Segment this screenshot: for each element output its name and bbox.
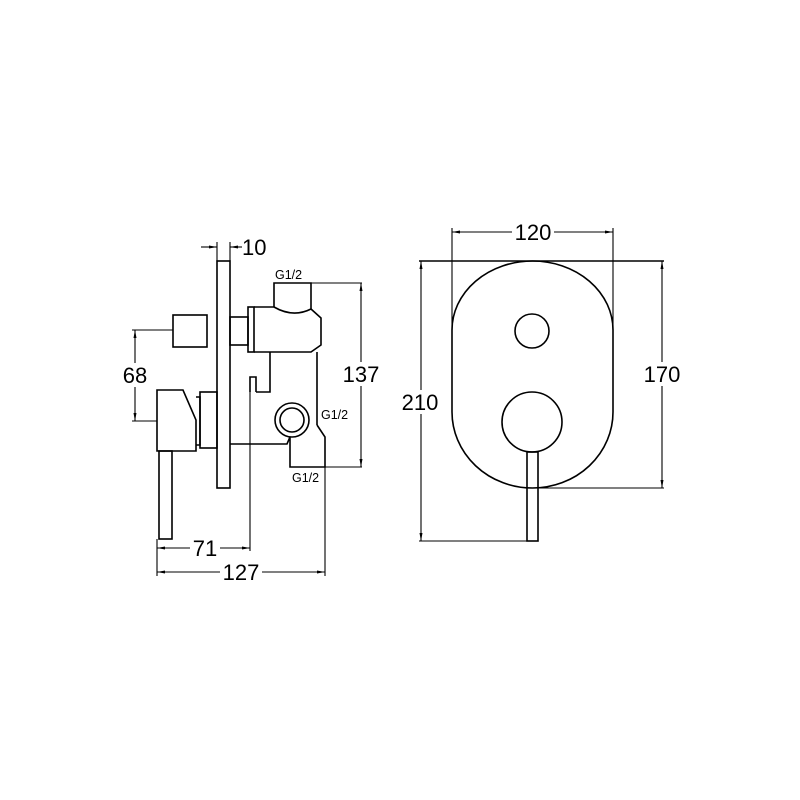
lever-front: [526, 451, 539, 542]
dim-plate-thickness: 10: [201, 235, 266, 261]
dim-10-label: 10: [242, 235, 266, 260]
handle-collar: [196, 396, 201, 446]
side-outlet-outer: [274, 402, 310, 438]
diverter-stem: [229, 316, 249, 346]
thread-label-top: G1/2: [275, 268, 302, 282]
dim-137-label: 137: [343, 362, 380, 387]
dim-plate-height: 170: [538, 261, 683, 489]
dim-68-label: 68: [123, 363, 147, 388]
thread-label-side: G1/2: [321, 408, 348, 422]
dim-height: 137: [311, 282, 382, 468]
valve-body-lower: [249, 352, 318, 425]
thread-label-bottom: G1/2: [292, 471, 319, 485]
diverter-knob-side: [172, 314, 208, 348]
diverter-knob-front: [514, 313, 550, 349]
dim-120-label: 120: [515, 220, 552, 245]
dim-71-label: 71: [193, 536, 217, 561]
dim-210-label: 210: [402, 390, 439, 415]
dim-127-label: 127: [223, 560, 260, 585]
mixer-handle-front: [501, 391, 563, 453]
side-view: 10 68 137 71 127 G1/2: [118, 235, 382, 585]
dim-depth-to-plate: 71: [156, 392, 251, 576]
top-outlet: [273, 282, 312, 309]
mixer-handle-side: [156, 389, 197, 452]
bottom-body: [230, 424, 326, 468]
side-outlet-inner: [279, 407, 305, 433]
wall-plate-side: [216, 260, 231, 489]
front-view: 120 210 170: [399, 220, 683, 542]
dim-width: 120: [451, 220, 614, 330]
dim-170-label: 170: [644, 362, 681, 387]
valve-body-upper: [254, 306, 322, 353]
stem-flange: [247, 306, 255, 353]
lever-side: [158, 450, 173, 540]
dim-total-height: 210: [399, 261, 527, 542]
cartridge-housing: [199, 391, 218, 449]
dim-handle-offset: 68: [118, 329, 173, 422]
dim-total-depth: 127: [157, 467, 326, 585]
wall-plate-front: [451, 260, 614, 489]
